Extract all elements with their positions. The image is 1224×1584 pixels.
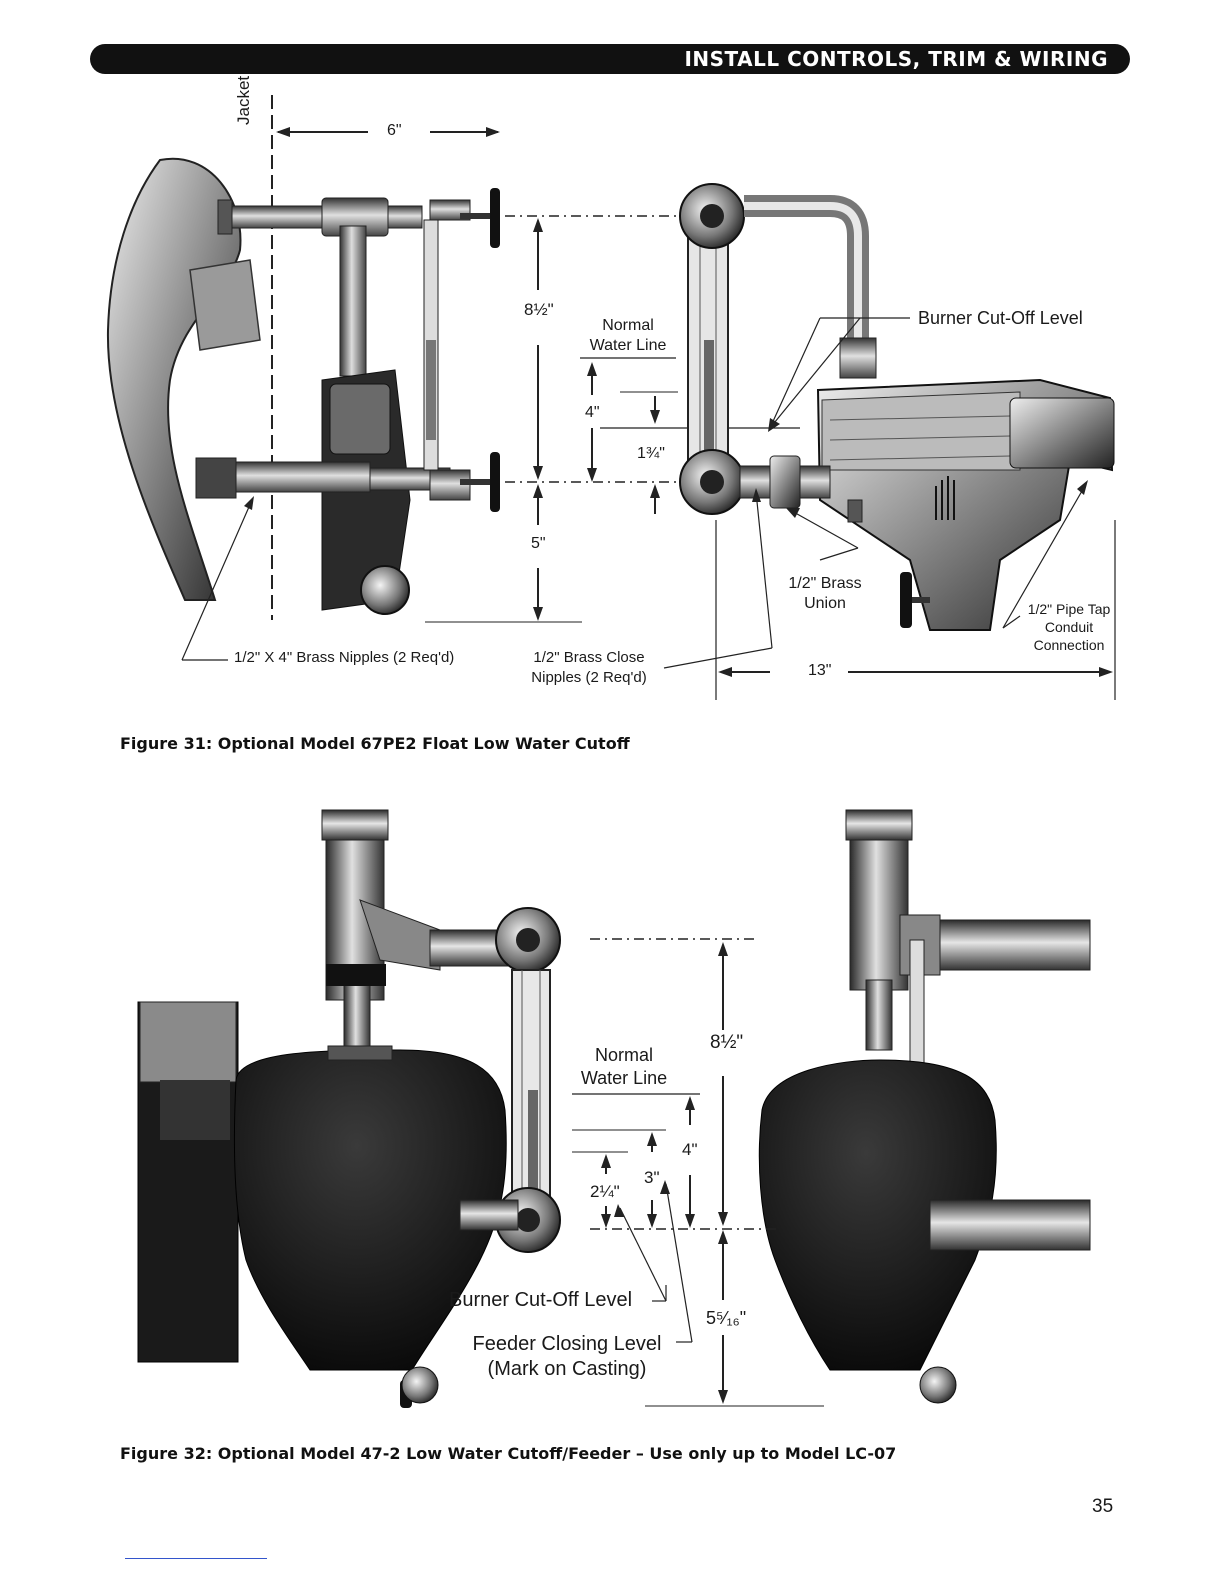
dim-6-label: 6"	[387, 122, 402, 139]
dim-5-label: 5"	[531, 535, 546, 552]
feeder-closing-label: Feeder Closing Level (Mark on Casting)	[472, 1333, 662, 1380]
brass-nipples-label: 1/2" X 4" Brass Nipples (2 Req'd)	[234, 649, 455, 666]
jacket-label: Jacket	[234, 75, 253, 125]
fig32-dim-4-label: 4"	[682, 1140, 698, 1159]
section-title: INSTALL CONTROLS, TRIM & WIRING	[684, 47, 1108, 71]
fig32-dim-3-label: 3"	[644, 1168, 660, 1187]
dim-8-5-label: 8½"	[524, 300, 554, 319]
fig32-dim-5-5-16-label: 5⁵⁄₁₆"	[706, 1308, 747, 1328]
figure-32-caption: Figure 32: Optional Model 47-2 Low Water…	[120, 1444, 897, 1463]
dim-4-label: 4"	[585, 404, 600, 421]
burner-cutoff-label: Burner Cut-Off Level	[918, 308, 1083, 328]
footer-rule	[125, 1558, 267, 1559]
close-nipples-label: 1/2" Brass Close Nipples (2 Req'd)	[531, 649, 647, 686]
pipe-tap-label: 1/2" Pipe Tap Conduit Connection	[1027, 601, 1111, 653]
brass-union-label: 1/2" Brass Union	[788, 575, 862, 612]
fig32-burner-cutoff-label: Burner Cut-Off Level	[449, 1289, 633, 1311]
normal-water-line-label: Normal Water Line	[589, 317, 667, 354]
side-tank	[758, 1059, 997, 1371]
fig32-dim-2-25-label: 2¼"	[590, 1182, 620, 1201]
page-number: 35	[1092, 1496, 1114, 1517]
fig32-dim-8-5-label: 8½"	[710, 1032, 744, 1053]
feeder-tank	[233, 1049, 507, 1371]
dim-13-label: 13"	[808, 662, 832, 679]
section-header-bar: INSTALL CONTROLS, TRIM & WIRING	[90, 44, 1130, 74]
figure-32-illustration	[137, 809, 1091, 1408]
fig32-normal-water-line-label: Normal Water Line	[580, 1045, 668, 1088]
figure-31-caption: Figure 31: Optional Model 67PE2 Float Lo…	[120, 734, 630, 753]
vertical-pipe	[339, 225, 367, 377]
figure-31-illustration	[106, 95, 1116, 700]
dim-1-75-label: 1¾"	[637, 445, 665, 462]
